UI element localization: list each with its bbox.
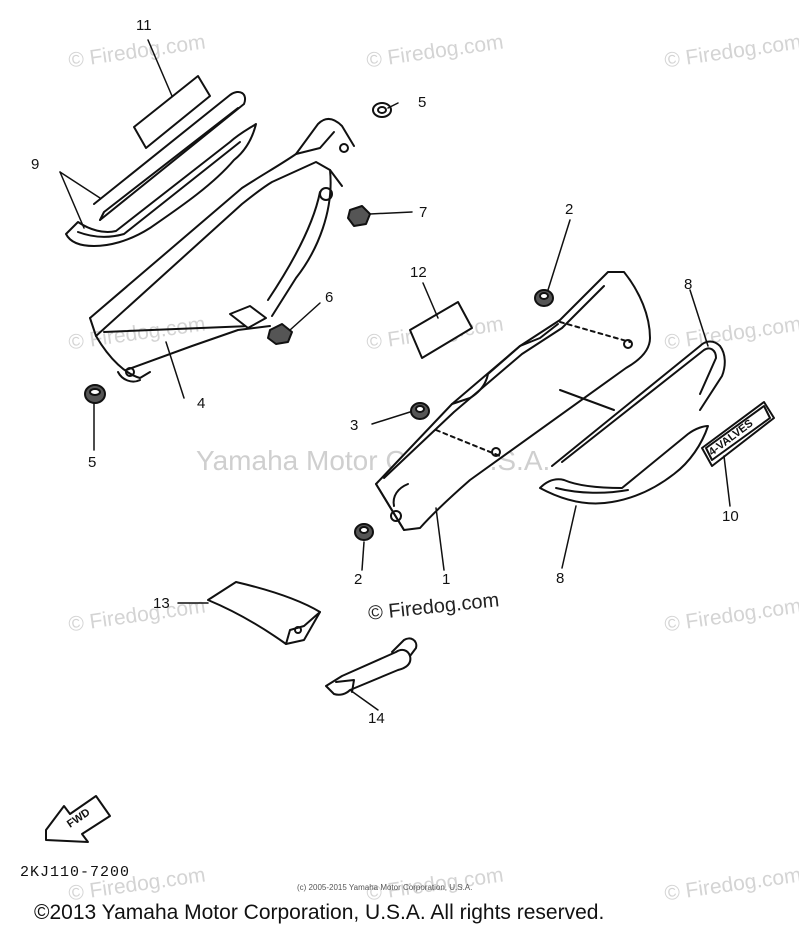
callout-2-top: 2 (565, 201, 574, 218)
callout-4: 4 (197, 395, 206, 412)
holder-14 (325, 637, 418, 696)
emblem-10 (701, 401, 775, 467)
stripe-decal-8 (539, 340, 726, 505)
grommet-3 (410, 402, 430, 420)
cover-13 (207, 581, 321, 645)
label-12 (409, 301, 473, 359)
copyright-notice: ©2013 Yamaha Motor Corporation, U.S.A. A… (34, 901, 605, 924)
leader-lines (59, 39, 731, 711)
callout-11: 11 (136, 17, 152, 34)
callout-14: 14 (368, 710, 385, 727)
callout-10: 10 (722, 508, 739, 525)
grommet-2-top (534, 289, 554, 307)
grommet-5-bottom (84, 384, 106, 404)
callout-12: 12 (410, 264, 427, 281)
collar-6 (267, 323, 293, 345)
decal-11 (133, 75, 211, 149)
stripe-decal-9 (65, 91, 257, 247)
fwd-arrow-icon (45, 795, 111, 843)
side-cover-bracket-4 (89, 118, 355, 383)
grommet-2-bottom (354, 523, 374, 541)
grommet-5-top (372, 102, 392, 118)
callout-6: 6 (325, 289, 334, 306)
callout-1: 1 (442, 571, 451, 588)
callout-5-top: 5 (418, 94, 427, 111)
callout-9: 9 (31, 156, 40, 173)
collar-7 (347, 205, 371, 227)
callout-8-top: 8 (684, 276, 693, 293)
callout-2-bottom: 2 (354, 571, 363, 588)
callout-5-bottom: 5 (88, 454, 97, 471)
side-cover-1 (375, 271, 651, 531)
part-code: 2KJ110-7200 (20, 864, 131, 881)
callout-3: 3 (350, 417, 359, 434)
tiny-copyright: (c) 2005-2015 Yamaha Motor Corporation, … (297, 883, 473, 892)
callout-8-bottom: 8 (556, 570, 565, 587)
callout-13: 13 (153, 595, 170, 612)
callout-7: 7 (419, 204, 428, 221)
